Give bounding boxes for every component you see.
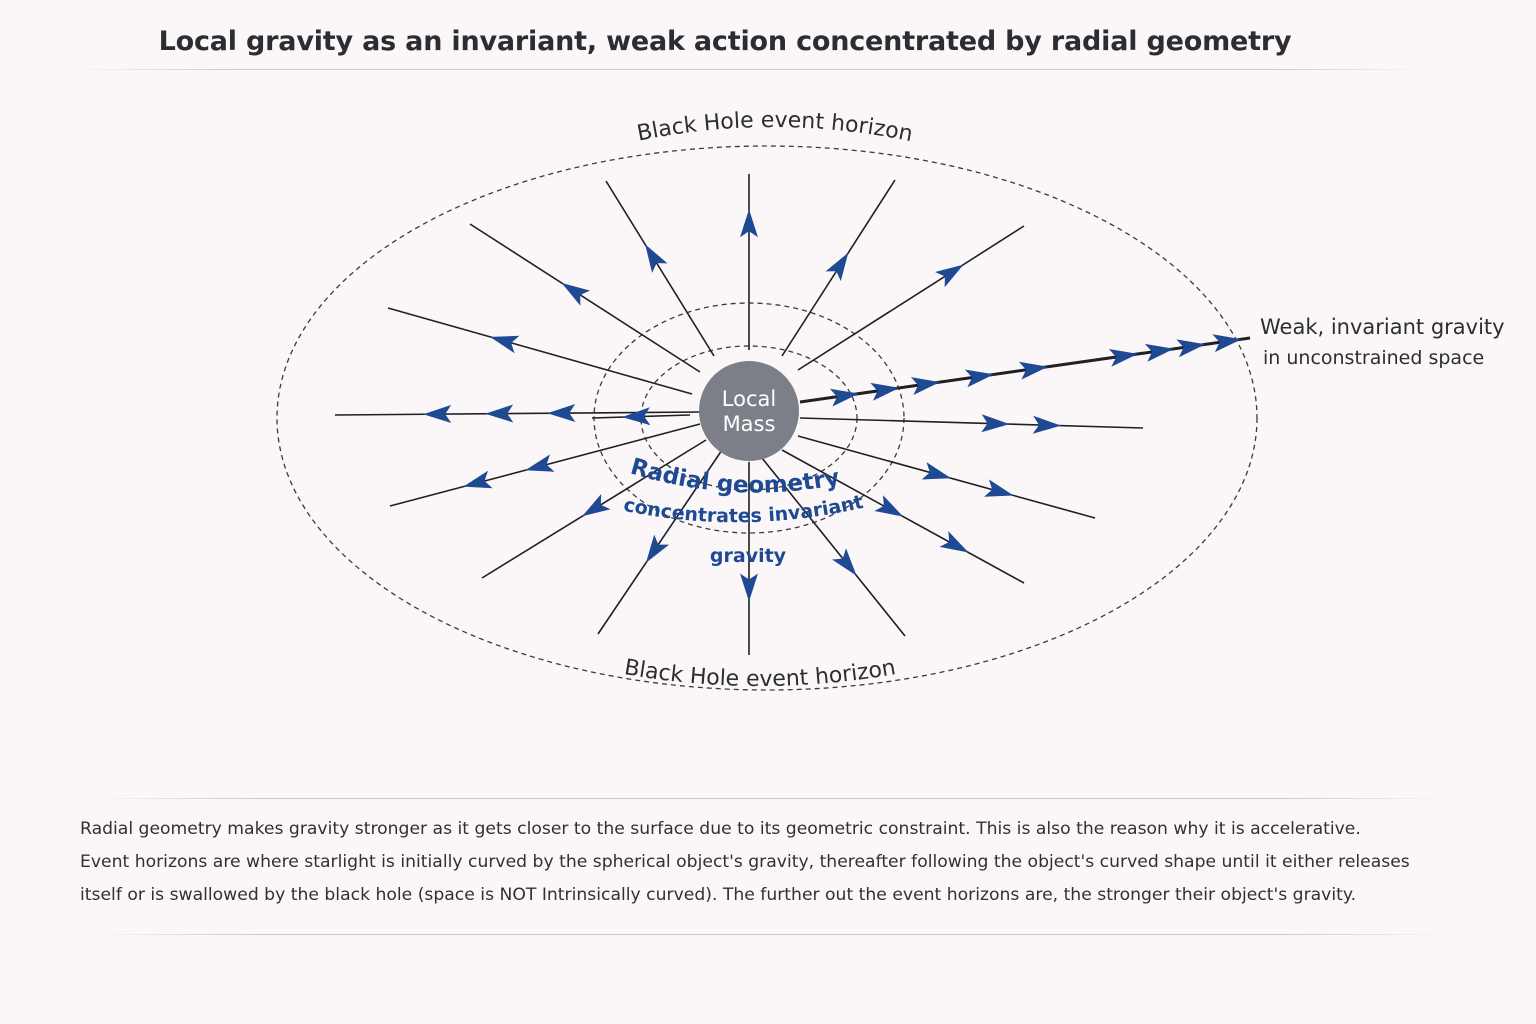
field-line: [799, 336, 1251, 404]
gravity-arrowhead: [874, 495, 904, 517]
local-mass: [699, 361, 799, 461]
caption-line-1: Radial geometry makes gravity stronger a…: [80, 819, 1361, 839]
event-horizon-label-bottom: Black Hole event horizon: [622, 655, 897, 692]
field-line: [605, 180, 715, 357]
gravity-arrowhead: [1176, 339, 1206, 358]
gravity-arrowhead: [582, 494, 611, 517]
gravity-arrowhead: [561, 283, 591, 306]
field-line: [797, 225, 1025, 371]
gravity-arrowhead: [547, 404, 576, 422]
event-horizon-label-top: Black Hole event horizon: [635, 108, 915, 147]
gravity-arrowheads: [423, 209, 1242, 602]
gravity-arrowhead: [964, 369, 994, 388]
outer-event-horizon: [276, 145, 1258, 691]
gravity-arrowhead: [832, 548, 857, 576]
gravity-arrowhead: [1032, 415, 1061, 434]
gravity-arrowhead: [525, 454, 555, 472]
gravity-arrowhead: [825, 252, 849, 282]
gravity-arrowhead: [984, 479, 1014, 497]
gravity-arrowhead: [463, 470, 493, 489]
caption-line-3: itself or is swallowed by the black hole…: [80, 885, 1357, 905]
gravity-arrowhead: [935, 264, 964, 288]
title-divider: [70, 69, 1430, 70]
gravity-arrowhead: [921, 462, 952, 480]
field-line: [799, 417, 1144, 429]
gravity-arrowhead: [1018, 361, 1048, 380]
field-line: [761, 457, 906, 637]
caption: Radial geometry makes gravity stronger a…: [80, 813, 1480, 912]
weak-gravity-label-line1: Weak, invariant gravity: [1260, 315, 1505, 339]
gravity-arrowhead: [740, 573, 758, 602]
gravity-arrowhead: [646, 534, 670, 563]
field-line: [387, 307, 693, 395]
field-line: [469, 223, 701, 373]
gravity-arrowhead: [490, 335, 520, 354]
gravity-arrowhead: [645, 244, 668, 273]
local-mass-label-line2: Mass: [723, 412, 776, 436]
gravity-arrowhead: [1212, 334, 1242, 353]
gravity-arrowhead: [485, 404, 514, 423]
gravity-arrowhead: [829, 388, 859, 407]
caption-bottom-divider: [90, 934, 1450, 935]
weak-gravity-label-line2: in unconstrained space: [1263, 347, 1484, 369]
gravity-arrowhead: [622, 407, 651, 426]
local-mass-label-line1: Local: [722, 387, 776, 411]
caption-line-2: Event horizons are where starlight is in…: [80, 852, 1410, 872]
gravity-arrowhead: [740, 209, 758, 238]
gravity-diagram: Local Mass Black Hole event horizon Blac…: [276, 108, 1505, 692]
gravity-arrowhead: [939, 531, 969, 553]
radial-geometry-label-line1: Radial geometry: [628, 454, 842, 499]
field-line: [597, 449, 723, 635]
gravity-arrowhead: [981, 414, 1010, 433]
gravity-arrowhead: [1108, 349, 1138, 367]
gravity-arrowhead: [1144, 343, 1174, 362]
gravity-arrowhead: [423, 405, 452, 423]
page-title: Local gravity as an invariant, weak acti…: [158, 26, 1292, 57]
gravity-arrowhead: [870, 382, 900, 401]
gravity-arrowhead: [910, 377, 940, 395]
radial-geometry-label-line3: gravity: [710, 545, 787, 567]
caption-top-divider: [90, 798, 1450, 799]
